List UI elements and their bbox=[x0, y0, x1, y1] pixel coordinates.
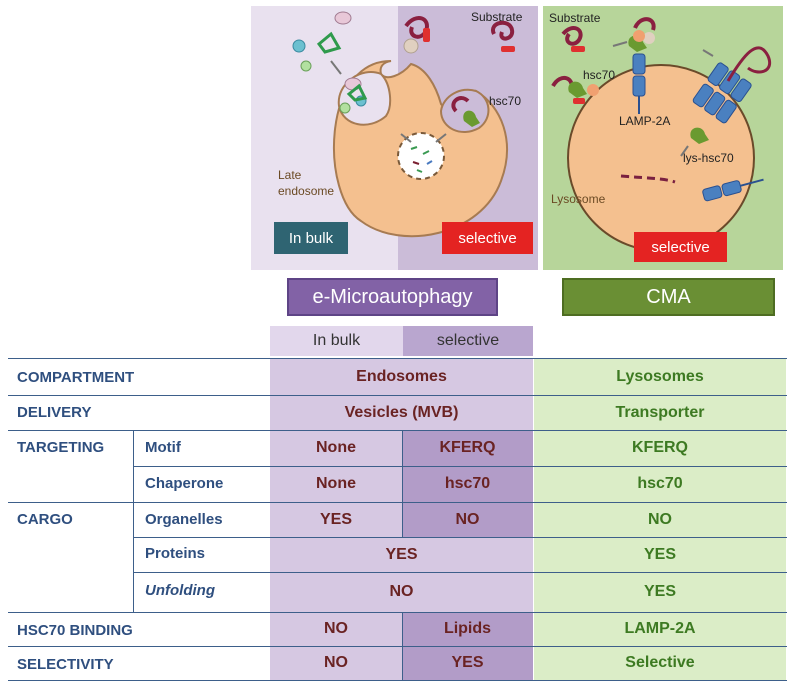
delivery-label: DELIVERY bbox=[17, 404, 92, 421]
organelles-selective-cell: NO bbox=[455, 510, 480, 528]
hsc70-complex bbox=[551, 75, 599, 104]
arrow-icon bbox=[400, 133, 412, 143]
table-divider bbox=[8, 646, 787, 647]
arrow-icon bbox=[330, 60, 342, 75]
cma-title: CMA bbox=[562, 278, 775, 316]
selective-badge: selective bbox=[634, 232, 727, 262]
endosome-diagram bbox=[292, 11, 515, 238]
motif-cma-cell: KFERQ bbox=[632, 439, 688, 456]
hsc70-label: hsc70 bbox=[583, 68, 616, 82]
table-divider bbox=[133, 430, 134, 612]
compartment-cma-cell: Lysosomes bbox=[616, 367, 704, 385]
hsc70-binding-selective-cell: Lipids bbox=[443, 620, 492, 637]
proteins-micro-cell: YES bbox=[385, 545, 418, 563]
substrate-label: Substrate bbox=[471, 10, 523, 24]
chaperone-cma-cell: hsc70 bbox=[637, 475, 683, 492]
hsc70-binding-label: HSC70 BINDING bbox=[17, 622, 133, 639]
chaperone-label: Chaperone bbox=[145, 475, 224, 492]
organelles-bulk-cell: YES bbox=[319, 510, 352, 528]
targeting-label: TARGETING bbox=[17, 439, 105, 456]
proteins-label: Proteins bbox=[145, 545, 206, 562]
microautophagy-illustration: Substrate hsc70 Late endosome In bulk se… bbox=[251, 6, 538, 270]
selective-subheader: selective bbox=[436, 332, 500, 349]
lamp2a-label: LAMP-2A bbox=[619, 114, 671, 128]
motif-label: Motif bbox=[145, 439, 181, 456]
unfolding-label: Unfolding bbox=[145, 582, 215, 599]
table-divider bbox=[133, 537, 787, 538]
late-endosome-label-line2: endosome bbox=[278, 184, 335, 198]
table-divider bbox=[8, 430, 787, 431]
selectivity-label: SELECTIVITY bbox=[17, 656, 114, 673]
compartment-micro-cell: Endosomes bbox=[356, 367, 447, 385]
hsc70-complex-top bbox=[628, 17, 656, 52]
hsc70-label: hsc70 bbox=[489, 94, 522, 108]
table-divider bbox=[402, 612, 403, 680]
selective-invagination bbox=[439, 88, 490, 133]
table-divider bbox=[8, 612, 787, 613]
late-endosome-label-line1: Late bbox=[278, 168, 302, 182]
proteins-cma-cell: YES bbox=[643, 545, 676, 563]
arrow-icon bbox=[702, 49, 714, 57]
microautophagy-title: e-Microautophagy bbox=[287, 278, 498, 316]
arrow-icon bbox=[680, 145, 689, 157]
motif-selective-cell: KFERQ bbox=[439, 439, 496, 456]
arrow-icon bbox=[435, 133, 447, 143]
selectivity-bulk-cell: NO bbox=[324, 654, 348, 671]
table-divider bbox=[8, 502, 787, 503]
substrate-label: Substrate bbox=[549, 11, 601, 25]
unfolding-micro-cell: NO bbox=[389, 583, 414, 600]
in-bulk-subheader: In bulk bbox=[312, 332, 361, 349]
in-bulk-badge: In bulk bbox=[274, 222, 348, 254]
translocation-complex bbox=[692, 62, 752, 124]
selective-cell-bg bbox=[402, 502, 533, 537]
in-bulk-subheader-bg bbox=[270, 326, 403, 356]
delivery-cma-cell: Transporter bbox=[615, 403, 705, 421]
table-divider bbox=[133, 466, 787, 467]
motif-bulk-cell: None bbox=[316, 439, 356, 456]
bulk-cargo bbox=[292, 11, 368, 114]
cma-column bbox=[534, 358, 786, 680]
organelles-cma-cell: NO bbox=[648, 510, 672, 528]
internal-vesicle bbox=[397, 132, 445, 180]
substrate-molecule bbox=[561, 26, 585, 52]
table-divider bbox=[8, 680, 787, 681]
lysosome-diagram bbox=[551, 17, 772, 252]
delivery-micro-cell: Vesicles (MVB) bbox=[344, 403, 459, 421]
lamp2a-receptor bbox=[632, 53, 646, 114]
translocating-substrate bbox=[726, 46, 772, 82]
lys-hsc70-label: lys-hsc70 bbox=[683, 151, 734, 165]
table-divider bbox=[8, 358, 787, 359]
selective-subheader-bg bbox=[403, 326, 533, 356]
hsc70-binding-bulk-cell: NO bbox=[324, 620, 348, 637]
selectivity-cma-cell: Selective bbox=[625, 654, 695, 671]
chaperone-bulk-cell: None bbox=[316, 475, 356, 492]
chaperone-selective-cell: hsc70 bbox=[444, 475, 491, 492]
cma-illustration: Substrate hsc70 LAMP-2A lys-hsc70 Lysoso… bbox=[543, 6, 783, 270]
unfolding-cma-cell: YES bbox=[643, 583, 676, 600]
selective-badge: selective bbox=[442, 222, 533, 254]
compartment-label: COMPARTMENT bbox=[17, 369, 135, 386]
lamp2a-monomer bbox=[702, 178, 764, 202]
hsc70-binding-cma-cell: LAMP-2A bbox=[624, 620, 696, 637]
table-divider bbox=[133, 572, 787, 573]
table-divider bbox=[402, 430, 403, 537]
selective-cargo bbox=[403, 16, 515, 127]
arrow-icon bbox=[612, 41, 628, 47]
cargo-label: CARGO bbox=[17, 511, 73, 528]
table-divider bbox=[8, 395, 787, 396]
selectivity-selective-cell: YES bbox=[451, 654, 484, 671]
lys-hsc70-icon bbox=[690, 127, 709, 144]
organelles-label: Organelles bbox=[145, 511, 223, 528]
lysosome-label: Lysosome bbox=[551, 192, 606, 206]
vesicle-fragments bbox=[410, 146, 433, 173]
unfolded-substrate bbox=[620, 174, 676, 184]
